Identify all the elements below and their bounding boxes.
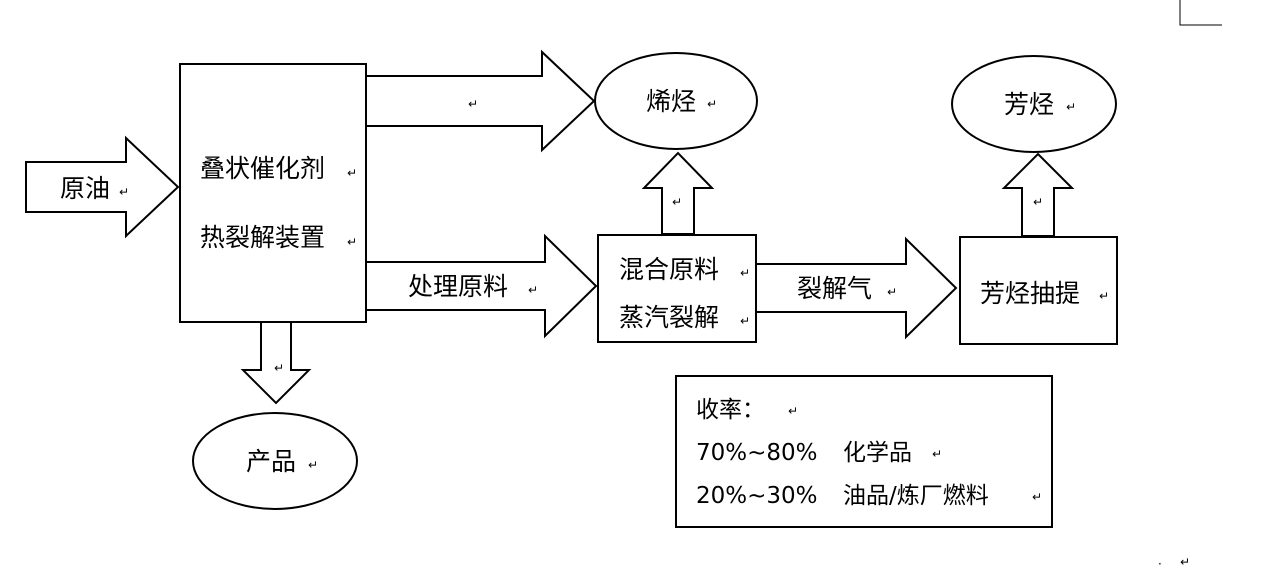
yield-title: 收率：	[696, 397, 765, 423]
catalytic-cracking-unit-line1: 叠状催化剂	[200, 154, 325, 183]
yield-row-1-label: 化学品	[843, 440, 912, 466]
cracked-gas-arrow	[755, 236, 958, 340]
olefins-ellipse	[594, 52, 758, 150]
paragraph-mark: ↵	[1180, 555, 1190, 569]
aromatics-ellipse	[951, 55, 1117, 153]
steam-cracking-line2: 蒸汽裂解	[619, 303, 719, 332]
paragraph-mark: ↵	[1099, 289, 1109, 303]
paragraph-mark: ↵	[788, 404, 798, 418]
paragraph-mark: ·	[1158, 557, 1162, 571]
paragraph-mark: ↵	[274, 361, 284, 375]
yield-box	[675, 375, 1053, 528]
crude-oil-label: 原油	[60, 174, 110, 203]
yield-row-2-range: 20%~30%	[696, 483, 818, 509]
product-arrow	[240, 321, 312, 405]
catalytic-cracking-unit-line2: 热裂解装置	[200, 223, 325, 252]
paragraph-mark: ↵	[932, 447, 942, 461]
corner-mark	[1179, 0, 1222, 26]
treated-feed-arrow	[365, 233, 598, 339]
catalytic-cracking-unit-box	[179, 63, 367, 323]
paragraph-mark: ↵	[1066, 100, 1076, 114]
olefins-label: 烯烃	[646, 87, 696, 116]
aromatics-label: 芳烃	[1004, 90, 1054, 119]
paragraph-mark: ↵	[740, 266, 750, 280]
aromatics-extraction-box	[959, 236, 1118, 345]
olefins-up-arrow	[641, 151, 715, 235]
product-ellipse	[192, 412, 358, 510]
paragraph-mark: ↵	[707, 97, 717, 111]
aromatics-extraction-label: 芳烃抽提	[980, 279, 1080, 308]
crude-oil-arrow	[25, 135, 180, 239]
paragraph-mark: ↵	[468, 97, 478, 111]
olefins-feed-arrow	[365, 49, 596, 153]
paragraph-mark: ↵	[1033, 195, 1043, 209]
yield-row-1-range: 70%~80%	[696, 440, 818, 466]
paragraph-mark: ↵	[528, 283, 538, 297]
yield-row-2-label: 油品/炼厂燃料	[843, 483, 989, 509]
paragraph-mark: ↵	[119, 185, 129, 199]
steam-cracking-box	[597, 234, 757, 343]
paragraph-mark: ↵	[347, 166, 357, 180]
paragraph-mark: ↵	[887, 285, 897, 299]
paragraph-mark: ↵	[1032, 490, 1042, 504]
paragraph-mark: ↵	[308, 458, 318, 472]
cracked-gas-label: 裂解气	[797, 274, 872, 303]
aromatics-up-arrow	[1001, 152, 1075, 237]
product-label: 产品	[246, 447, 296, 476]
treated-feed-label: 处理原料	[408, 272, 508, 301]
paragraph-mark: ↵	[347, 235, 357, 249]
paragraph-mark: ↵	[740, 314, 750, 328]
steam-cracking-line1: 混合原料	[619, 255, 719, 284]
paragraph-mark: ↵	[672, 195, 682, 209]
